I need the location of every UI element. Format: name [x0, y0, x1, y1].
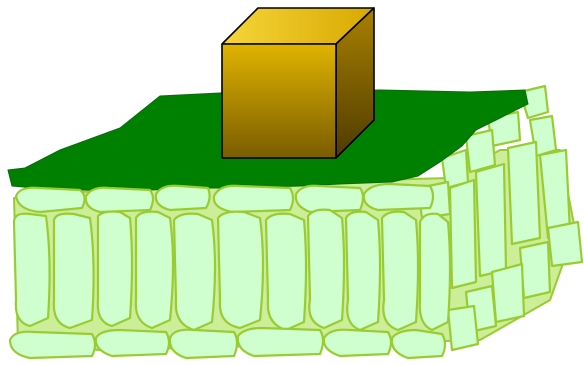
leaf-cell-icon: [308, 210, 344, 328]
leaf-cell-icon: [86, 188, 153, 212]
leaf-cell-icon: [382, 212, 418, 330]
leaf-cell-icon: [266, 214, 306, 330]
leaf-cell-icon: [218, 212, 263, 328]
leaf-cell-icon: [364, 184, 433, 210]
leaf-cell-icon: [98, 212, 132, 327]
leaf-cell-icon: [136, 212, 173, 328]
leaf-cell-icon: [156, 186, 210, 210]
leaf-cell-icon: [96, 330, 169, 356]
palisade-layer: [14, 210, 450, 330]
leaf-cell-icon: [54, 214, 94, 328]
leaf-cell-icon: [492, 264, 524, 322]
cube-icon: [222, 8, 374, 158]
leaf-cell-icon: [392, 330, 445, 358]
leaf-cell-icon: [450, 180, 476, 288]
leaf-cell-icon: [324, 330, 391, 356]
leaf-cell-icon: [174, 214, 215, 330]
leaf-cell-icon: [10, 332, 95, 358]
leaf-cell-icon: [476, 164, 506, 276]
leaf-cell-icon: [508, 142, 540, 244]
leaf-cell-icon: [170, 330, 237, 358]
leaf-cell-icon: [296, 186, 363, 212]
leaf-cell-icon: [420, 214, 450, 330]
leaf-cell-icon: [16, 188, 85, 212]
leaf-cell-icon: [346, 212, 380, 330]
lower-epidermis-row: [10, 328, 445, 358]
leaf-cell-icon: [520, 242, 550, 298]
leaf-cell-icon: [214, 186, 293, 212]
leaf-cell-icon: [14, 214, 50, 326]
cube-front-face: [222, 44, 336, 158]
leaf-cell-icon: [448, 306, 478, 350]
leaf-cell-icon: [548, 222, 582, 266]
leaf-cell-icon: [238, 328, 323, 356]
